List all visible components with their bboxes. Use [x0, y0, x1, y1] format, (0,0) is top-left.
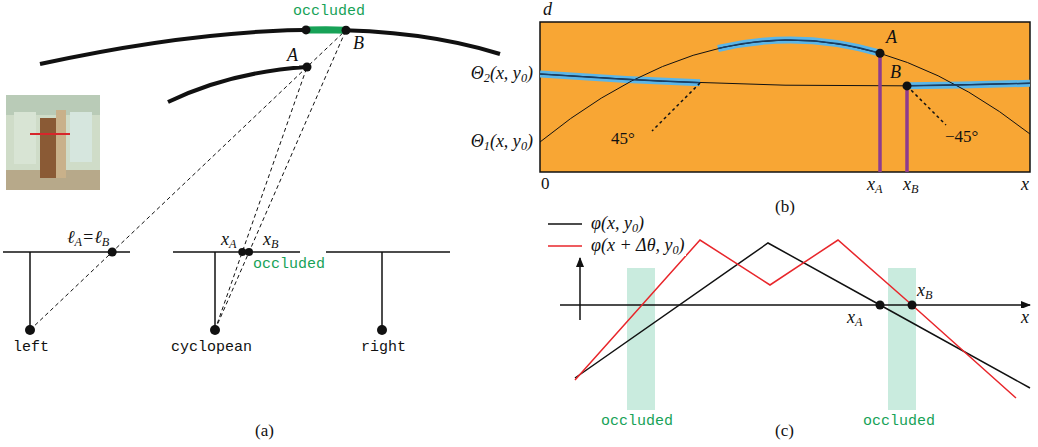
- axis-tick: 0: [540, 175, 551, 194]
- panel-label: (b): [774, 198, 796, 217]
- point-label: B: [352, 34, 365, 54]
- legend-text: φ(x, y0): [590, 214, 645, 234]
- panel-c-art: [548, 224, 1030, 410]
- curve-label: Θ2(x, y0): [470, 64, 534, 84]
- region-label: occluded: [252, 257, 326, 274]
- axis-tick: xB: [916, 281, 933, 301]
- camera-label: cyclopean: [170, 340, 253, 357]
- region-label: occluded: [292, 4, 366, 21]
- projection-label: xB: [262, 230, 279, 250]
- axis-label: x: [1020, 175, 1030, 195]
- camera-label: left: [12, 340, 50, 357]
- legend-text: φ(x + Δθ, y0): [590, 236, 686, 256]
- point-label: B: [889, 63, 902, 83]
- panel-label: (c): [774, 422, 795, 441]
- axis-tick: xA: [866, 175, 883, 195]
- point-label: A: [286, 46, 299, 66]
- panel-b-art: [540, 22, 1030, 172]
- axis-tick: xB: [902, 175, 919, 195]
- projection-label: ℓA=ℓB: [66, 228, 110, 248]
- point-label: A: [885, 28, 898, 48]
- panel-label: (a): [254, 422, 275, 441]
- region-label: occluded: [862, 414, 936, 431]
- angle-label: 45°: [610, 130, 636, 149]
- axis-tick: xA: [846, 308, 863, 328]
- axis-label: d: [542, 0, 553, 20]
- curve-label: Θ1(x, y0): [470, 132, 534, 152]
- camera-label: right: [360, 340, 407, 357]
- angle-label: −45°: [944, 128, 979, 147]
- projection-label: xA: [220, 230, 237, 250]
- region-label: occluded: [600, 414, 674, 431]
- axis-label: x: [1020, 308, 1030, 328]
- panel-a-art: [3, 25, 500, 335]
